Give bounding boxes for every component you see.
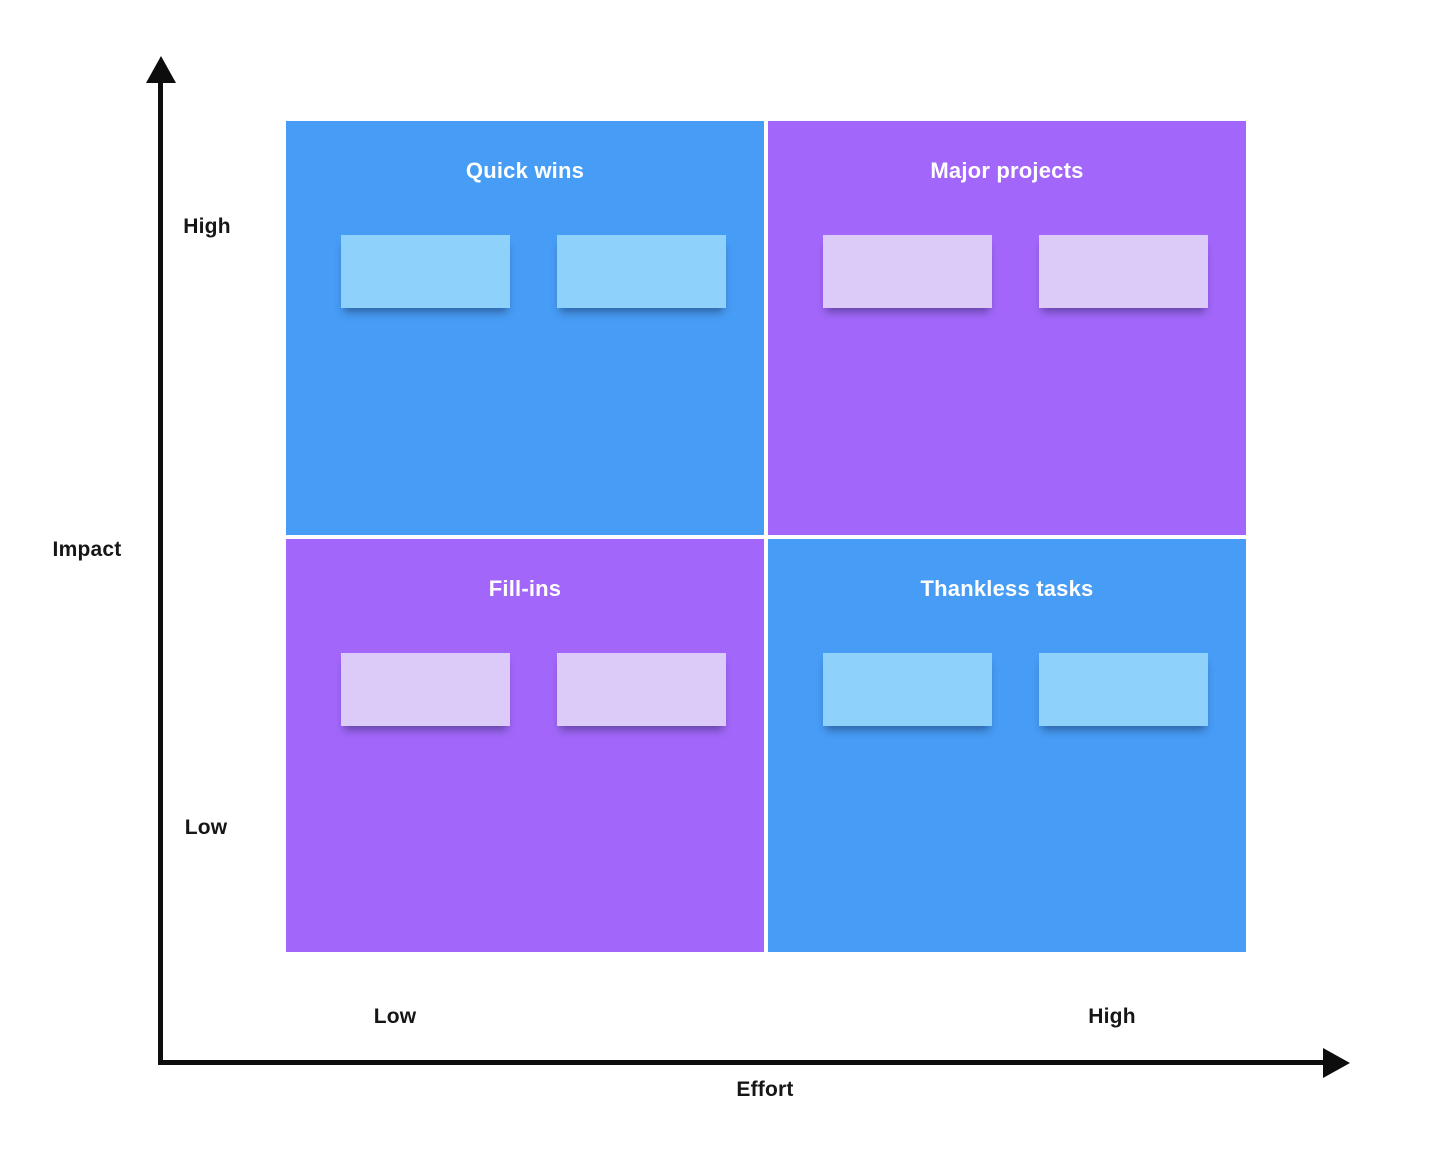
y-axis-low-label: Low: [184, 816, 228, 839]
quadrant-title-quick-wins: Quick wins: [465, 158, 585, 183]
x-axis-line: [158, 1060, 1326, 1065]
sticky-note[interactable]: [823, 235, 992, 308]
sticky-note[interactable]: [1039, 652, 1208, 726]
sticky-note[interactable]: [823, 652, 992, 726]
y-axis-high-label: High: [183, 215, 231, 238]
quadrant-title-major-projects: Major projects: [930, 158, 1084, 183]
sticky-note[interactable]: [1039, 235, 1208, 308]
sticky-note[interactable]: [341, 235, 510, 308]
quadrant-major-projects: Major projects: [767, 120, 1247, 536]
sticky-note[interactable]: [557, 235, 726, 308]
y-axis-line: [158, 76, 163, 1065]
sticky-note[interactable]: [557, 652, 726, 726]
quadrant-thankless-tasks: Thankless tasks: [767, 537, 1247, 953]
quadrant-title-fill-ins: Fill-ins: [488, 575, 562, 601]
x-axis-arrowhead-icon: [1323, 1048, 1350, 1078]
x-axis-high-label: High: [1088, 1005, 1136, 1028]
quadrant-matrix: Quick wins Major projects Fill-ins Thank…: [285, 120, 1247, 953]
quadrant-title-thankless-tasks: Thankless tasks: [920, 575, 1094, 601]
x-axis-title: Effort: [736, 1078, 794, 1101]
quadrant-fill-ins: Fill-ins: [285, 537, 765, 953]
quadrant-quick-wins: Quick wins: [285, 120, 765, 536]
x-axis-low-label: Low: [373, 1005, 417, 1028]
y-axis-title: Impact: [52, 538, 122, 561]
sticky-note[interactable]: [341, 652, 510, 726]
